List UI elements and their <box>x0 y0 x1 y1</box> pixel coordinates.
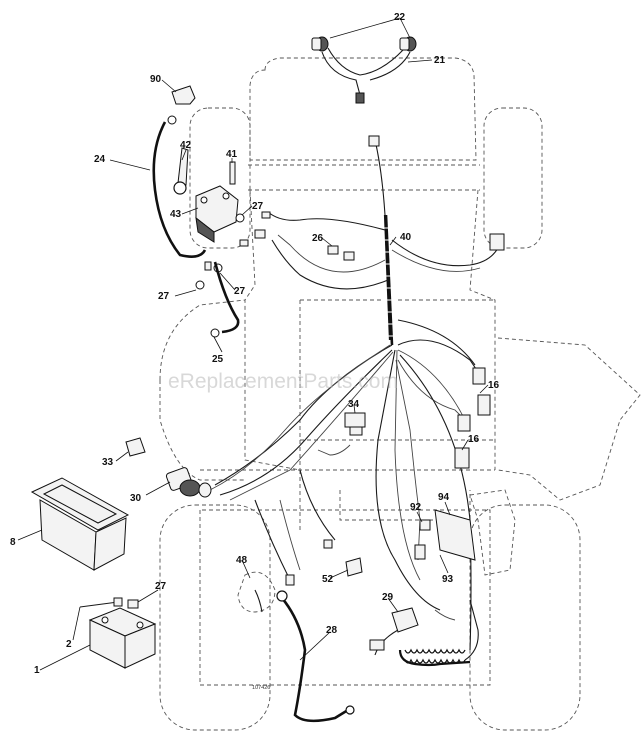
callout-30: 30 <box>130 493 142 504</box>
callout-33: 33 <box>102 457 114 468</box>
callout-29: 29 <box>382 592 394 603</box>
main-wire-harness <box>209 135 516 667</box>
callout-40: 40 <box>400 232 412 243</box>
tractor-outline <box>159 57 641 731</box>
battery-cable <box>280 597 349 723</box>
battery-tray <box>30 477 130 571</box>
callout-41: 41 <box>226 149 238 160</box>
callout-21: 21 <box>434 55 446 66</box>
callout-28: 28 <box>326 625 338 636</box>
callout-27: 27 <box>252 201 264 212</box>
headlight-assembly <box>311 36 417 104</box>
callout-26: 26 <box>312 233 324 244</box>
ignition-switch <box>165 467 212 498</box>
callout-43: 43 <box>170 209 182 220</box>
callout-42: 42 <box>180 140 192 151</box>
callout-24: 24 <box>94 154 106 165</box>
callout-16: 16 <box>488 380 500 391</box>
callout-27: 27 <box>155 581 167 592</box>
callout-1: 1 <box>34 665 40 676</box>
callout-52: 52 <box>322 574 334 585</box>
drawing-number: 107426 <box>252 685 270 691</box>
battery <box>79 597 157 669</box>
callout-22: 22 <box>394 12 406 23</box>
fuse-holder <box>125 437 146 457</box>
callout-27: 27 <box>158 291 170 302</box>
callout-labels: 1 2 8 16 16 21 22 24 25 26 27 27 27 27 2… <box>10 12 500 676</box>
watermark: eReplacementParts.com <box>168 370 398 393</box>
callout-90: 90 <box>150 74 162 85</box>
cable-terminal <box>276 590 288 602</box>
callout-25: 25 <box>212 354 224 365</box>
callout-8: 8 <box>10 537 16 548</box>
callout-2: 2 <box>66 639 72 650</box>
callout-93: 93 <box>442 574 454 585</box>
cable-terminal <box>345 705 355 715</box>
callout-94: 94 <box>438 492 450 503</box>
callout-27: 27 <box>234 286 246 297</box>
callout-92: 92 <box>410 502 422 513</box>
leader-lines <box>17 17 489 671</box>
callout-48: 48 <box>236 555 248 566</box>
solenoid-assembly <box>152 85 271 338</box>
callout-34: 34 <box>348 399 360 410</box>
callout-16: 16 <box>468 434 480 445</box>
